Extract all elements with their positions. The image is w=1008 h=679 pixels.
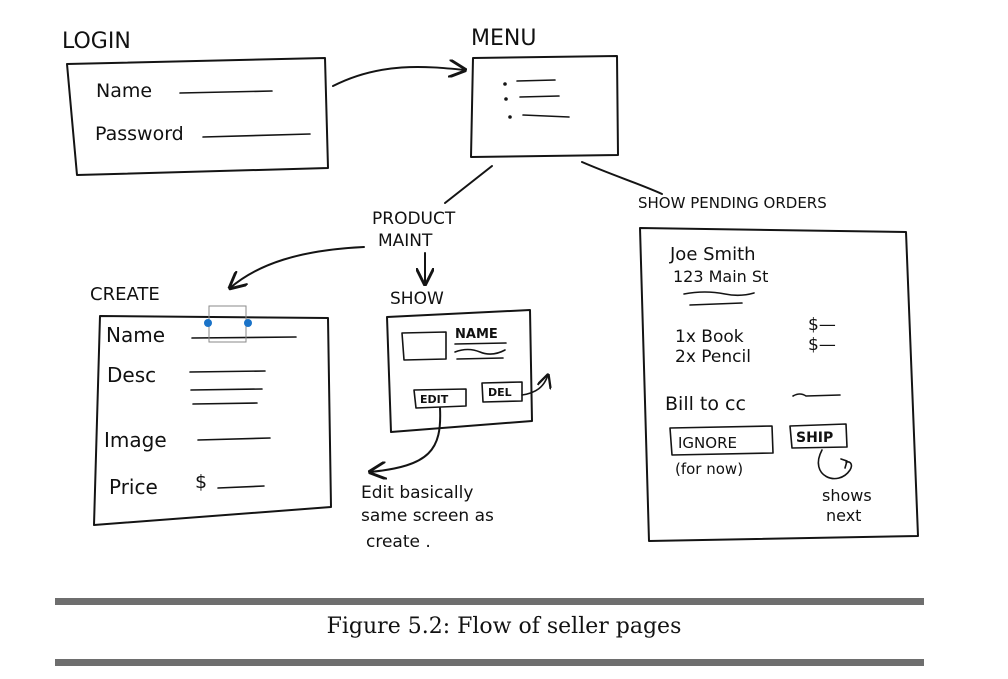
product-to-create-arrow bbox=[230, 246, 365, 288]
order-item-2: 2x Pencil bbox=[675, 347, 751, 367]
show-screen-box bbox=[386, 309, 533, 433]
selection-handle-right[interactable] bbox=[244, 319, 252, 327]
login-title: LOGIN bbox=[62, 29, 131, 54]
create-desc-field bbox=[189, 370, 266, 405]
bill-to-field bbox=[792, 393, 841, 397]
login-password-label: Password bbox=[95, 123, 184, 145]
customer-address: 123 Main St bbox=[673, 267, 768, 286]
ship-button: SHIP bbox=[796, 430, 833, 446]
menu-to-orders-line bbox=[581, 161, 663, 195]
order-item-1: 1x Book bbox=[675, 327, 744, 347]
ship-loop-arrowhead bbox=[840, 458, 848, 469]
show-edit-button: EDIT bbox=[420, 393, 449, 406]
order-price-1: $— bbox=[808, 315, 836, 335]
menu-to-product-line bbox=[444, 165, 493, 204]
ignore-button-box bbox=[669, 425, 774, 456]
edit-note-line1: Edit basically bbox=[361, 483, 473, 503]
create-image-label: Image bbox=[104, 428, 167, 452]
ship-button-box bbox=[789, 423, 848, 449]
caption-rule-bottom bbox=[55, 659, 924, 666]
ignore-button: IGNORE bbox=[678, 434, 737, 452]
login-password-field bbox=[202, 133, 311, 138]
login-name-label: Name bbox=[96, 80, 152, 102]
pending-orders-screen-box bbox=[639, 227, 919, 542]
ship-note-line1: shows bbox=[822, 486, 872, 505]
create-title: CREATE bbox=[90, 284, 160, 305]
login-to-menu-arrow bbox=[332, 67, 465, 87]
caption-rule-top bbox=[55, 598, 924, 605]
menu-bullet bbox=[508, 115, 512, 119]
show-name-label: NAME bbox=[455, 327, 498, 342]
customer-name: Joe Smith bbox=[669, 244, 756, 265]
menu-items bbox=[516, 79, 570, 118]
selection-handle-left[interactable] bbox=[204, 319, 212, 327]
create-price-symbol: $ bbox=[195, 471, 207, 493]
edit-to-note-arrow bbox=[370, 407, 442, 472]
edit-note-line3: create . bbox=[366, 532, 431, 552]
figure-caption: Figure 5.2: Flow of seller pages bbox=[326, 614, 682, 639]
bill-to-label: Bill to cc bbox=[665, 393, 746, 415]
show-edit-button-box bbox=[413, 388, 467, 409]
create-screen-box bbox=[93, 315, 332, 526]
create-price-label: Price bbox=[109, 475, 158, 499]
show-title: SHOW bbox=[390, 289, 444, 309]
address-scribble bbox=[683, 291, 755, 306]
show-del-button: DEL bbox=[488, 386, 512, 399]
menu-bullet bbox=[504, 97, 508, 101]
selection-box[interactable] bbox=[208, 305, 247, 343]
show-image-placeholder bbox=[401, 331, 447, 361]
menu-bullet bbox=[503, 82, 507, 86]
product-maint-subtitle: MAINT bbox=[378, 231, 433, 251]
edit-note-line2: same screen as bbox=[361, 506, 494, 526]
create-image-field bbox=[197, 437, 271, 441]
menu-screen-box bbox=[470, 55, 619, 158]
ship-loop-arrow bbox=[817, 449, 853, 480]
ship-note-line2: next bbox=[826, 506, 861, 525]
pending-orders-title: SHOW PENDING ORDERS bbox=[638, 194, 827, 212]
login-screen-box bbox=[66, 57, 329, 176]
create-name-label: Name bbox=[106, 323, 165, 347]
create-desc-label: Desc bbox=[107, 363, 156, 387]
create-name-field bbox=[191, 336, 297, 339]
show-description-lines bbox=[454, 342, 507, 360]
product-maint-title: PRODUCT bbox=[372, 209, 456, 229]
order-price-2: $— bbox=[808, 335, 836, 355]
show-del-button-box bbox=[481, 381, 523, 403]
ignore-note: (for now) bbox=[675, 460, 743, 478]
menu-title: MENU bbox=[471, 26, 536, 51]
login-name-field bbox=[179, 90, 273, 94]
create-price-field bbox=[217, 485, 265, 489]
del-action-arrow bbox=[521, 375, 548, 396]
